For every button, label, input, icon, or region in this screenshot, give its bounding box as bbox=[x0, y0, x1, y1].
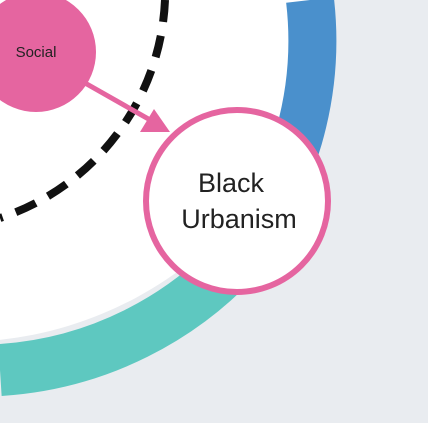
black-urbanism-label-line1: Black bbox=[198, 168, 265, 198]
social-node: Social bbox=[0, 0, 96, 112]
social-to-black-urbanism-arrow bbox=[83, 80, 170, 132]
black-urbanism-label-line2: Urbanism bbox=[181, 204, 297, 234]
dashed-ring bbox=[0, 0, 169, 222]
arrow-shaft bbox=[83, 80, 154, 124]
social-node-circle bbox=[0, 0, 96, 112]
black-urbanism-node-circle bbox=[143, 107, 331, 295]
black-urbanism-node: Black Urbanism bbox=[143, 107, 331, 295]
social-label: Social bbox=[16, 44, 57, 61]
arrow-head bbox=[140, 109, 170, 132]
